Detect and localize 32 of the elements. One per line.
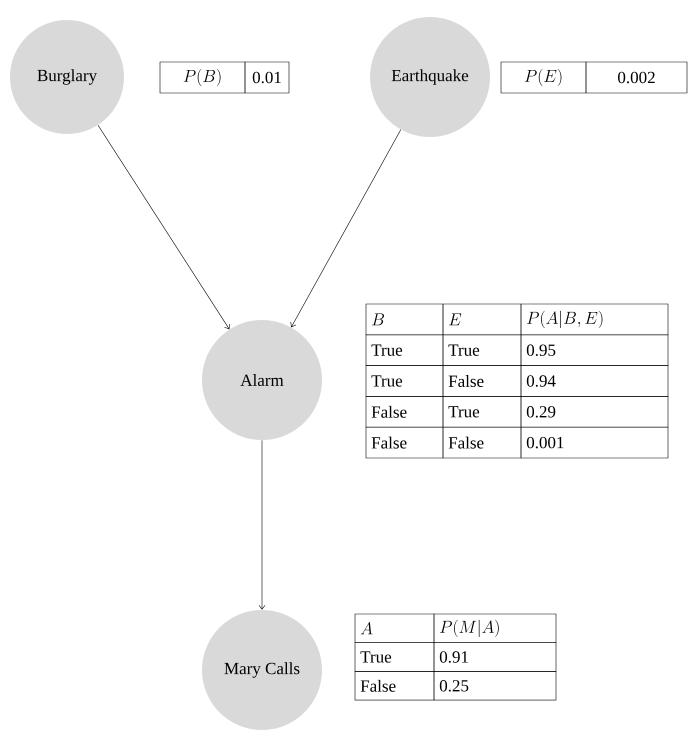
circle-node: Earthquake xyxy=(370,17,490,137)
table-cell: True xyxy=(442,396,522,428)
arrow xyxy=(98,124,230,330)
arrow xyxy=(290,129,402,328)
table-cell: 0.91 xyxy=(434,642,556,672)
table-cell: 0.25 xyxy=(434,671,556,700)
circle-node: Burglary xyxy=(10,20,124,134)
arrow xyxy=(258,440,266,610)
table-cell: True xyxy=(366,365,444,397)
table-cell: True xyxy=(354,642,434,672)
table-cell: 0.01 xyxy=(244,62,290,94)
table-cell: 0.94 xyxy=(520,365,668,397)
table-cell: False xyxy=(366,396,444,428)
table-cell: $P(B)$ xyxy=(160,62,246,94)
table-cell: 0.002 xyxy=(586,62,688,94)
table-cell: False xyxy=(354,671,434,700)
table-cell: $E$ xyxy=(442,304,522,336)
table-cell: $P(A|B,E)$ xyxy=(520,304,668,336)
table-cell: True xyxy=(442,334,522,366)
table-cell: 0.95 xyxy=(520,334,668,366)
table-cell: $B$ xyxy=(366,304,444,336)
circle-node: Alarm xyxy=(202,320,322,440)
table-cell: True xyxy=(366,334,444,366)
table-cell: False xyxy=(442,426,522,458)
table-cell: $P(M|A)$ xyxy=(434,614,556,643)
table-cell: $P(E)$ xyxy=(500,62,586,94)
table-cell: False xyxy=(442,365,522,397)
table-cell: False xyxy=(366,426,444,458)
table-cell: $A$ xyxy=(354,614,434,643)
table-cell: 0.001 xyxy=(520,426,668,458)
table-cell: 0.29 xyxy=(520,396,668,428)
circle-node: Mary Calls xyxy=(202,610,322,730)
